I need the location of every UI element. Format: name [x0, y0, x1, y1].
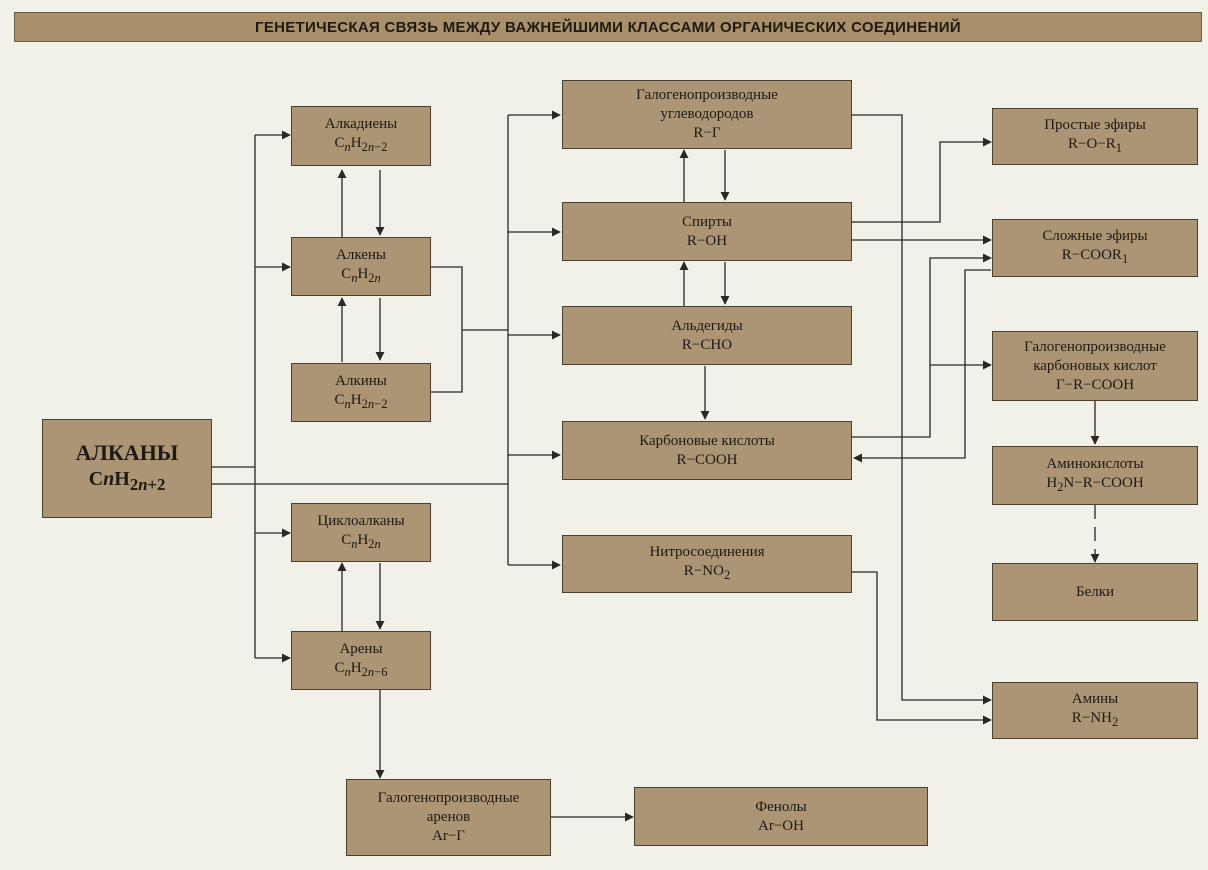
- arrow-halo-to-amines: [852, 114, 992, 705]
- node-alkanes: АЛКАНЫ CnH2n+2: [42, 419, 212, 518]
- node-amines-name: Амины: [1071, 690, 1119, 707]
- node-aldehydes-formula: R−CHO: [681, 336, 733, 353]
- node-amines: Амины R−NH2: [992, 682, 1198, 739]
- node-nitro-name: Нитросоединения: [649, 544, 765, 560]
- node-cycloalkanes-formula: CnH2n: [341, 531, 381, 551]
- node-proteins-name: Белки: [1075, 583, 1115, 600]
- node-cycloalkanes-name: Циклоалканы: [317, 512, 405, 529]
- node-haloacids-formula: Г−R−COOH: [1055, 376, 1135, 393]
- node-cycloalkanes: Циклоалканы CnH2n: [291, 503, 431, 562]
- node-carboxylic: Карбоновые кислоты R−COOH: [562, 421, 852, 480]
- node-esters-formula: R−COOR1: [1061, 247, 1129, 266]
- node-aminoacids: Аминокислоты H2N−R−COOH: [992, 446, 1198, 505]
- node-alcohols: Спирты R−OH: [562, 202, 852, 261]
- node-amines-formula: R−NH2: [1071, 709, 1119, 729]
- node-alkenes-formula: CnH2n: [341, 265, 381, 285]
- node-ethers-name: Простые эфиры: [1044, 116, 1146, 133]
- arrow-alcohols-to-ethers: [852, 137, 992, 223]
- node-aldehydes-name: Альдегиды: [671, 317, 743, 334]
- node-alkadienes: Алкадиены CnH2n−2: [291, 106, 431, 166]
- node-phenols-name: Фенолы: [755, 798, 807, 815]
- node-esters: Сложные эфиры R−COOR1: [992, 219, 1198, 277]
- node-alcohols-formula: R−OH: [686, 232, 728, 249]
- node-proteins: Белки: [992, 563, 1198, 621]
- node-alkenes-name: Алкены: [336, 246, 386, 263]
- node-ethers: Простые эфиры R−O−R1: [992, 108, 1198, 165]
- node-arenes-formula: CnH2n−6: [334, 659, 388, 679]
- node-haloarenes-formula: Ar−Г: [432, 828, 465, 844]
- node-aminoacids-formula: H2N−R−COOH: [1046, 474, 1144, 494]
- node-esters-name: Сложные эфиры: [1042, 228, 1148, 244]
- arrow-esters-to-carboxylic: [853, 269, 991, 463]
- node-aminoacids-name: Аминокислоты: [1046, 455, 1144, 472]
- node-alkanes-name: АЛКАНЫ: [75, 439, 179, 465]
- node-ethers-formula: R−O−R1: [1067, 135, 1122, 155]
- node-alkynes-formula: CnH2n−2: [334, 391, 388, 411]
- node-arenes: Арены CnH2n−6: [291, 631, 431, 690]
- diagram-title: ГЕНЕТИЧЕСКАЯ СВЯЗЬ МЕЖДУ ВАЖНЕЙШИМИ КЛАС…: [14, 12, 1202, 42]
- node-alkynes: Алкины CnH2n−2: [291, 363, 431, 422]
- node-nitro-formula: R−NO2: [683, 563, 731, 582]
- node-arenes-name: Арены: [339, 640, 383, 657]
- node-alkynes-name: Алкины: [335, 372, 387, 389]
- node-carboxylic-formula: R−COOH: [676, 451, 738, 468]
- node-alkanes-formula: CnH2n+2: [88, 467, 166, 494]
- node-carboxylic-name: Карбоновые кислоты: [639, 432, 775, 449]
- node-aldehydes: Альдегиды R−CHO: [562, 306, 852, 365]
- node-alkadienes-name: Алкадиены: [324, 116, 398, 132]
- node-alkadienes-formula: CnH2n−2: [334, 135, 388, 154]
- node-nitro: Нитросоединения R−NO2: [562, 535, 852, 593]
- node-phenols-formula: Ar−OH: [758, 817, 804, 834]
- node-alcohols-name: Спирты: [682, 213, 732, 230]
- arrow-carboxylic-to-esters: [852, 253, 992, 438]
- node-halohydrocarbons-formula: R−Г: [693, 125, 721, 141]
- arrow-nitro-to-amines: [852, 571, 992, 725]
- node-alkenes: Алкены CnH2n: [291, 237, 431, 296]
- node-phenols: Фенолы Ar−OH: [634, 787, 928, 846]
- arrow-alkenes-bracket: [430, 266, 463, 393]
